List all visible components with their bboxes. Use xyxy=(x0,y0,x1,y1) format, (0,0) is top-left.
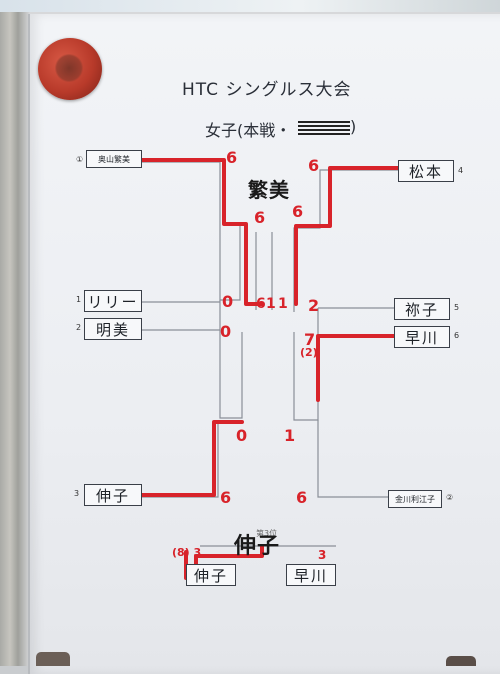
background-sky xyxy=(0,0,500,12)
score-matsumoto-r1: 6 xyxy=(308,156,320,175)
board-foot-right xyxy=(446,656,476,666)
score-hayakawa-tiebreak: (2) xyxy=(300,346,318,359)
score-okuyama-r1: 6 xyxy=(226,148,238,167)
seed-hayakawa: 6 xyxy=(454,331,460,340)
final-winner: 伸子 xyxy=(234,534,281,559)
strikethrough-scribble xyxy=(298,121,350,135)
score-mid-b: 1 xyxy=(266,296,276,312)
player-hayakawa: 早川 xyxy=(394,326,450,348)
final-player-right: 早川 xyxy=(286,564,336,586)
score-mid-a: 6 xyxy=(256,296,266,312)
score-final-right: 3 xyxy=(318,548,327,562)
score-left-lower: 0 xyxy=(236,426,248,445)
semifinal-winner: 繁美 xyxy=(248,178,290,202)
score-akemi: 0 xyxy=(220,322,232,341)
score-left-r2: 6 xyxy=(254,208,266,227)
player-nobuko: 伸子 xyxy=(84,484,142,506)
seed-riri: 1 xyxy=(76,295,82,304)
player-okuyama: 奥山繁美 xyxy=(86,150,142,168)
subtitle-close-paren: ) xyxy=(350,117,357,136)
score-right-lower: 1 xyxy=(284,426,296,445)
seed-matsumoto: 4 xyxy=(458,166,464,175)
final-caption: 第3位 xyxy=(256,529,278,538)
score-mid-c: 1 xyxy=(278,296,288,312)
seed-kanagawa: ② xyxy=(446,493,454,502)
score-right-r2: 6 xyxy=(292,202,304,221)
score-kanagawa: 6 xyxy=(296,488,308,507)
player-kanagawa: 金川利江子 xyxy=(388,490,442,508)
page-subtitle: 女子(本戦・ xyxy=(205,121,292,140)
score-riri: 0 xyxy=(222,292,234,311)
red-magnet xyxy=(38,38,102,100)
seed-kiyoko: 5 xyxy=(454,303,460,312)
player-riri: リリー xyxy=(84,290,142,312)
player-kiyoko: 祢子 xyxy=(394,298,450,320)
player-matsumoto: 松本 xyxy=(398,160,454,182)
page-title: HTC シングルス大会 xyxy=(182,80,352,100)
seed-okuyama: ① xyxy=(76,155,84,164)
score-kiyoko: 2 xyxy=(308,296,320,315)
final-player-left: 伸子 xyxy=(186,564,236,586)
score-nobuko: 6 xyxy=(220,488,232,507)
board-foot-left xyxy=(36,652,70,666)
score-hayakawa: 7 xyxy=(304,330,316,349)
player-akemi: 明美 xyxy=(84,318,142,340)
seed-nobuko: 3 xyxy=(74,489,80,498)
score-final-left: (8) 3 xyxy=(172,546,202,559)
seed-akemi: 2 xyxy=(76,323,82,332)
